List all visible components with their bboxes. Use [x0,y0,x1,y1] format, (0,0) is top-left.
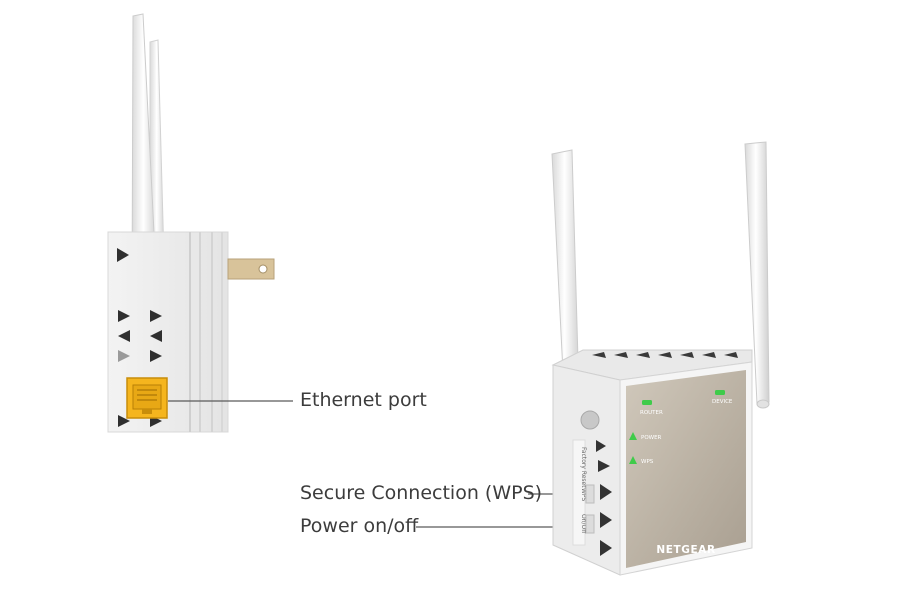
front-antenna-right [744,141,770,405]
side-vents-front [596,440,612,556]
wps-callout: Secure Connection (WPS) [300,482,543,504]
router-led-label: ROUTER [640,410,663,416]
device-led [715,390,725,395]
ethernet-port [126,377,168,419]
wps-led-label: WPS [641,459,654,465]
factory-reset-label: Factory Reset [580,447,587,488]
wps-side-label: WPS [580,488,587,502]
power-plug-prong [227,258,275,280]
wps-button [585,484,595,504]
side-vents [117,248,162,427]
front-view-extender: Factory Reset WPS On/Off ROUTER DEVICE P… [551,141,770,576]
power-callout: Power on/off [300,515,419,537]
wps-led [629,456,637,464]
top-vents [592,352,738,358]
brand-logo: NETGEAR [656,544,715,556]
side-label-strip [572,439,586,546]
ethernet-port-callout: Ethernet port [300,389,427,411]
power-switch [585,514,595,534]
device-front-panel [626,370,746,568]
power-led [629,432,637,440]
power-led-label: POWER [641,435,662,441]
device-led-label: DEVICE [712,399,733,405]
side-view-extender [107,13,275,433]
router-led [642,400,652,405]
on-off-side-label: On/Off [580,514,587,534]
